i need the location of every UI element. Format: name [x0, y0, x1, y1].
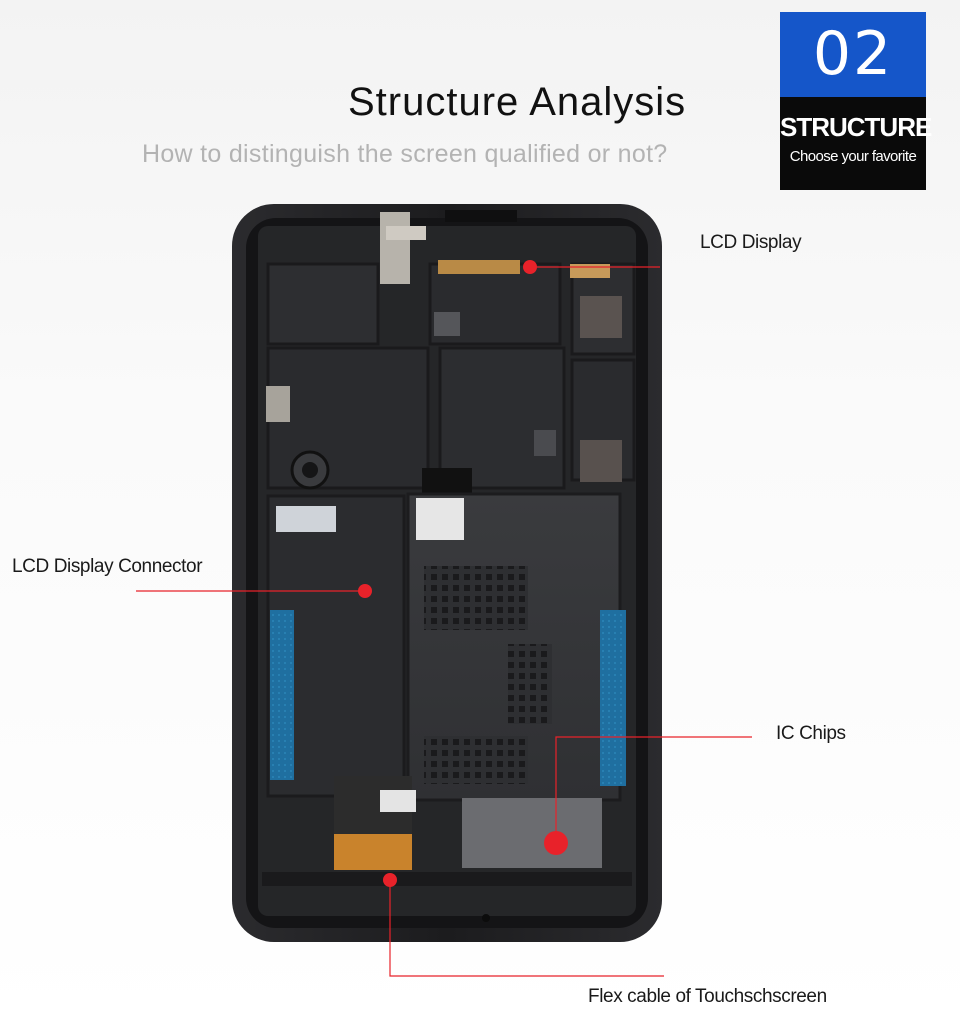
- vent-grid-top: [424, 566, 528, 630]
- sponge-pad-4: [534, 430, 556, 456]
- label-sticker: [416, 498, 464, 540]
- page-subtitle: How to distinguish the screen qualified …: [142, 140, 668, 168]
- callout-label-lcd-display: LCD Display: [700, 232, 802, 253]
- left-sticker: [276, 506, 336, 532]
- flex-sticker: [380, 790, 416, 812]
- lcd-flex-connector: [438, 260, 520, 274]
- flex-cable-orange: [334, 834, 412, 870]
- section-word: STRUCTURE: [780, 112, 932, 142]
- bottom-screw: [482, 914, 490, 922]
- metal-bracket: [380, 212, 410, 284]
- sponge-pad-1: [434, 312, 460, 336]
- metal-bracket-arm: [386, 226, 426, 240]
- callout-label-flex-cable: Flex cable of Touchschscreen: [588, 986, 827, 1007]
- metal-clip: [266, 386, 290, 422]
- callout-label-ic-chips: IC Chips: [776, 723, 846, 744]
- vent-grid-bottom: [424, 736, 528, 784]
- page-title: Structure Analysis: [348, 80, 687, 124]
- speaker-hole-inner: [302, 462, 318, 478]
- camera-slot: [422, 468, 472, 494]
- vent-grid-middle: [508, 644, 552, 724]
- small-gold-pad: [570, 264, 610, 278]
- top-connector-slot: [445, 210, 517, 222]
- blue-tape-right: [600, 610, 626, 786]
- section-tagline: Choose your favorite: [789, 148, 917, 165]
- sponge-pad-3: [580, 440, 622, 482]
- section-badge: 02 STRUCTURE Choose your favorite: [780, 12, 932, 190]
- blue-tape-left: [270, 610, 294, 780]
- section-number: 02: [780, 12, 926, 97]
- mid-compartment-center: [438, 346, 566, 490]
- top-compartment-left: [266, 262, 380, 346]
- ic-chip-foam: [462, 798, 602, 868]
- callout-label-lcd-connector: LCD Display Connector: [12, 556, 203, 577]
- bottom-rib: [262, 872, 632, 886]
- sponge-pad-2: [580, 296, 622, 338]
